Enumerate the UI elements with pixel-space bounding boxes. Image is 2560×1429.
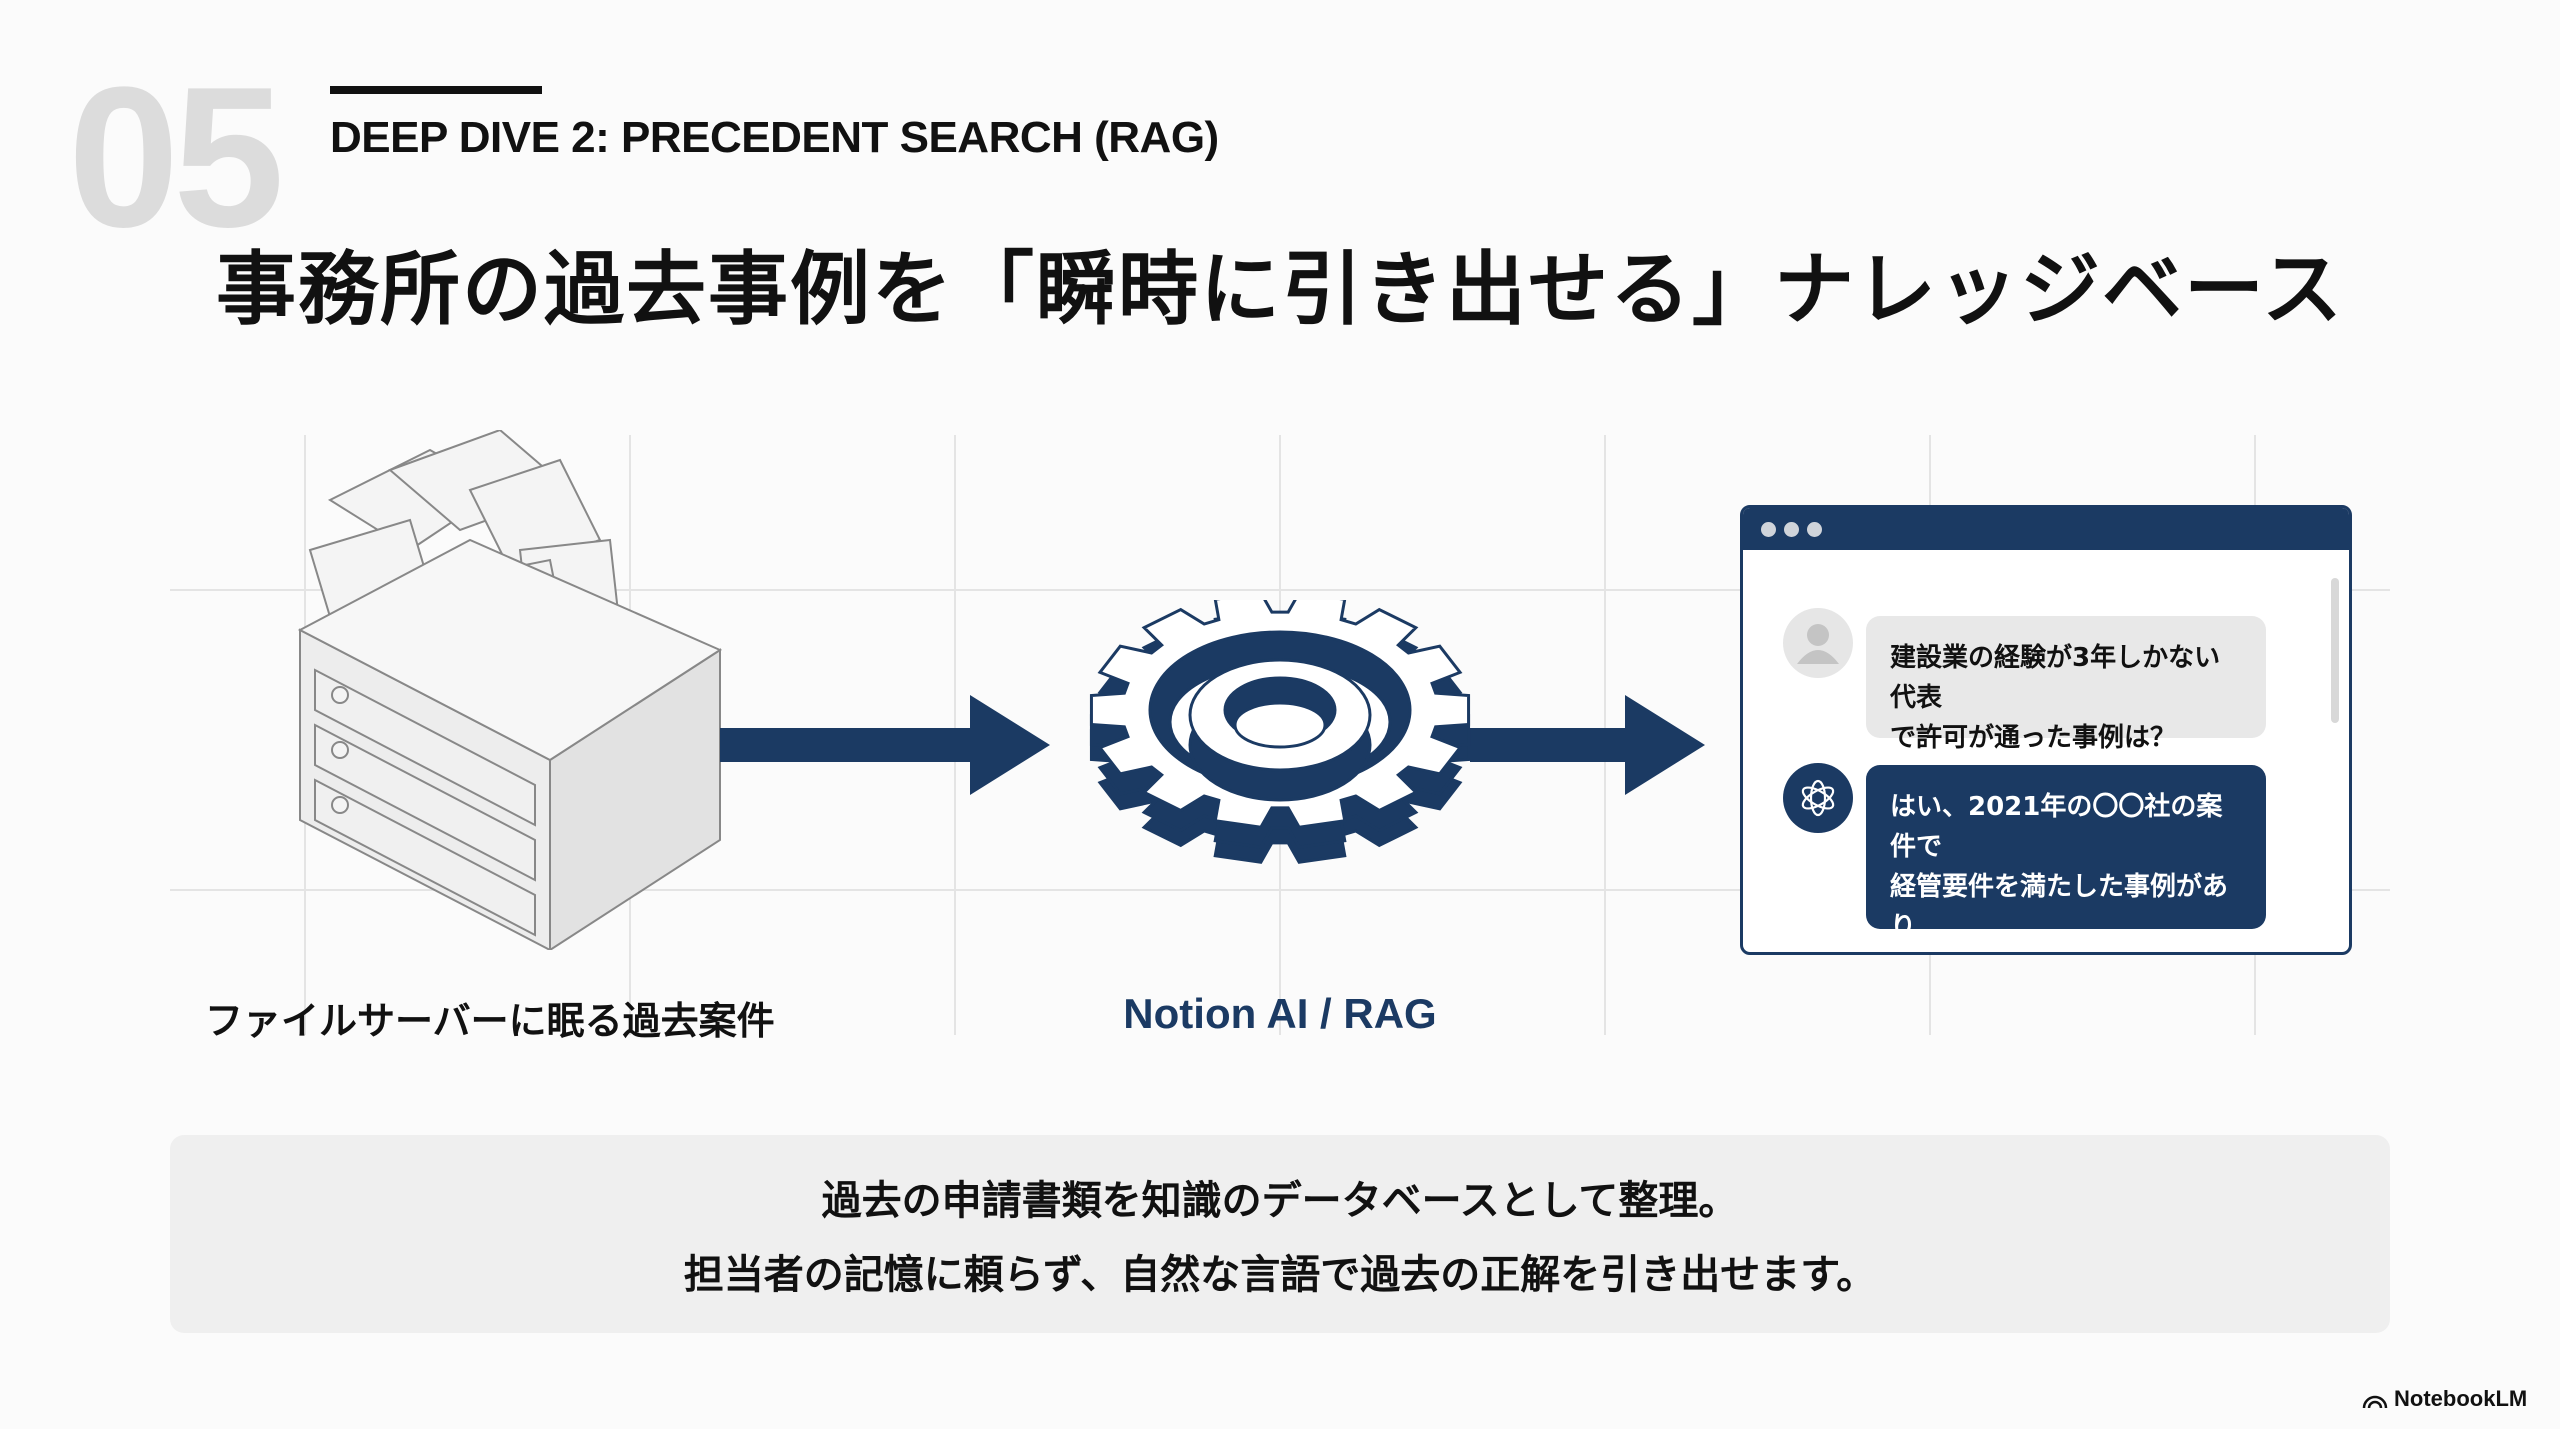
file-server-illustration [297, 430, 723, 950]
ai-message-line: ます。 [1890, 947, 2242, 952]
section-subtitle: DEEP DIVE 2: PRECEDENT SEARCH (RAG) [330, 113, 1219, 162]
gear-eye-icon [1089, 600, 1471, 864]
ai-message-line: はい、2021年の〇〇社の案件で [1890, 792, 2223, 862]
chat-window: 建設業の経験が3年しかない代表 で許可が通った事例は？ はい、2021年の〇〇社… [1740, 505, 2352, 955]
arrow-right-icon [1470, 695, 1705, 795]
arrow-right-icon [720, 695, 1050, 795]
window-dot [1761, 521, 1776, 537]
section-number: 05 [68, 46, 284, 269]
summary-panel: 過去の申請書類を知識のデータベースとして整理。 担当者の記憶に頼らず、自然な言語… [170, 1135, 2390, 1333]
ai-message-line: 経管要件を満たした事例があり [1890, 872, 2229, 942]
page-title: 事務所の過去事例を「瞬時に引き出せる」ナレッジベース [216, 243, 2344, 336]
user-message-line: で許可が通った事例は？ [1890, 723, 2177, 753]
accent-bar [330, 86, 542, 94]
window-dot [1807, 521, 1822, 537]
chat-window-titlebar [1743, 508, 2349, 550]
notebooklm-logo-icon [2362, 1395, 2388, 1409]
brand-name: NotebookLM [2394, 1386, 2528, 1411]
scrollbar[interactable] [2331, 578, 2339, 723]
user-message-line: 建設業の経験が3年しかない代表 [1890, 643, 2221, 713]
notebooklm-brand: NotebookLM [2362, 1386, 2527, 1412]
user-avatar-icon [1783, 608, 1853, 678]
file-server-label: ファイルサーバーに眠る過去案件 [205, 999, 775, 1043]
ai-message: はい、2021年の〇〇社の案件で 経管要件を満たした事例があり ます。 [1866, 765, 2266, 942]
summary-line: 過去の申請書類を知識のデータベースとして整理。 [821, 1178, 1739, 1224]
user-message: 建設業の経験が3年しかない代表 で許可が通った事例は？ [1866, 616, 2266, 753]
ai-avatar-icon [1783, 763, 1853, 833]
engine-label: Notion AI / RAG [1123, 990, 1437, 1037]
summary-line: 担当者の記憶に頼らず、自然な言語で過去の正解を引き出せます。 [683, 1252, 1877, 1298]
window-dot [1784, 521, 1799, 537]
